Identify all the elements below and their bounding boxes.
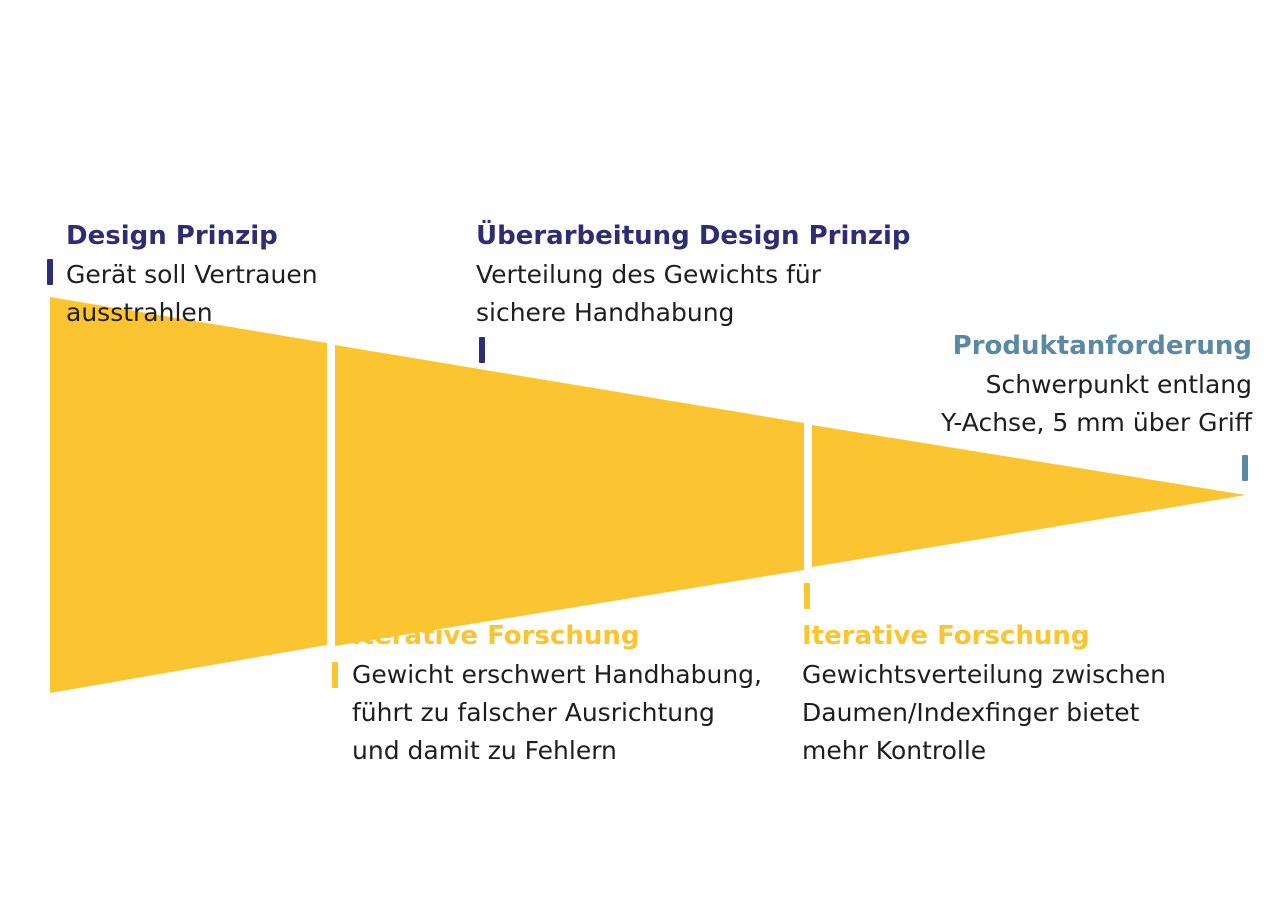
funnel-segment-1 bbox=[50, 297, 327, 693]
stage-description-line: Gewicht erschwert Handhabung, bbox=[352, 660, 762, 689]
stage-marker-iterative-forschung-1 bbox=[332, 662, 338, 688]
stage-design-prinzip: Design Prinzip Gerät soll Vertrauen auss… bbox=[66, 220, 318, 332]
stage-description-line: Verteilung des Gewichts für bbox=[476, 260, 822, 289]
stage-ueberarbeitung-design-prinzip: Überarbeitung Design Prinzip Verteilung … bbox=[476, 220, 911, 332]
stage-iterative-forschung-2: Iterative Forschung Gewichtsverteilung z… bbox=[802, 620, 1166, 770]
stage-title: Überarbeitung Design Prinzip bbox=[476, 221, 911, 251]
stage-description-line: sichere Handhabung bbox=[476, 298, 735, 327]
stage-title: Iterative Forschung bbox=[802, 621, 1090, 651]
stage-description-line: und damit zu Fehlern bbox=[352, 736, 617, 765]
stage-description-line: Y-Achse, 5 mm über Griff bbox=[941, 408, 1252, 437]
funnel-segment-3 bbox=[812, 425, 1246, 567]
stage-title: Design Prinzip bbox=[66, 221, 278, 251]
stage-description-line: mehr Kontrolle bbox=[802, 736, 987, 765]
stage-description-line: Gerät soll Vertrauen bbox=[66, 260, 318, 289]
stage-marker-ueberarbeitung bbox=[479, 337, 485, 363]
stage-iterative-forschung-1: Iterative Forschung Gewicht erschwert Ha… bbox=[352, 620, 762, 770]
stage-description-line: Daumen/Indexfinger bietet bbox=[802, 698, 1140, 727]
funnel-segment-2 bbox=[335, 345, 804, 646]
stage-description-line: Gewichtsverteilung zwischen bbox=[802, 660, 1166, 689]
stage-description-line: ausstrahlen bbox=[66, 298, 213, 327]
stage-title: Iterative Forschung bbox=[352, 621, 640, 651]
stage-title: Produktanforderung bbox=[952, 331, 1252, 361]
stage-marker-produktanforderung bbox=[1242, 455, 1248, 481]
stage-produktanforderung: Produktanforderung Schwerpunkt entlang Y… bbox=[941, 330, 1252, 442]
stage-description-line: Schwerpunkt entlang bbox=[985, 370, 1252, 399]
stage-description-line: führt zu falscher Ausrichtung bbox=[352, 698, 715, 727]
stage-marker-design-prinzip bbox=[47, 259, 53, 285]
stage-marker-iterative-forschung-2 bbox=[804, 583, 810, 609]
